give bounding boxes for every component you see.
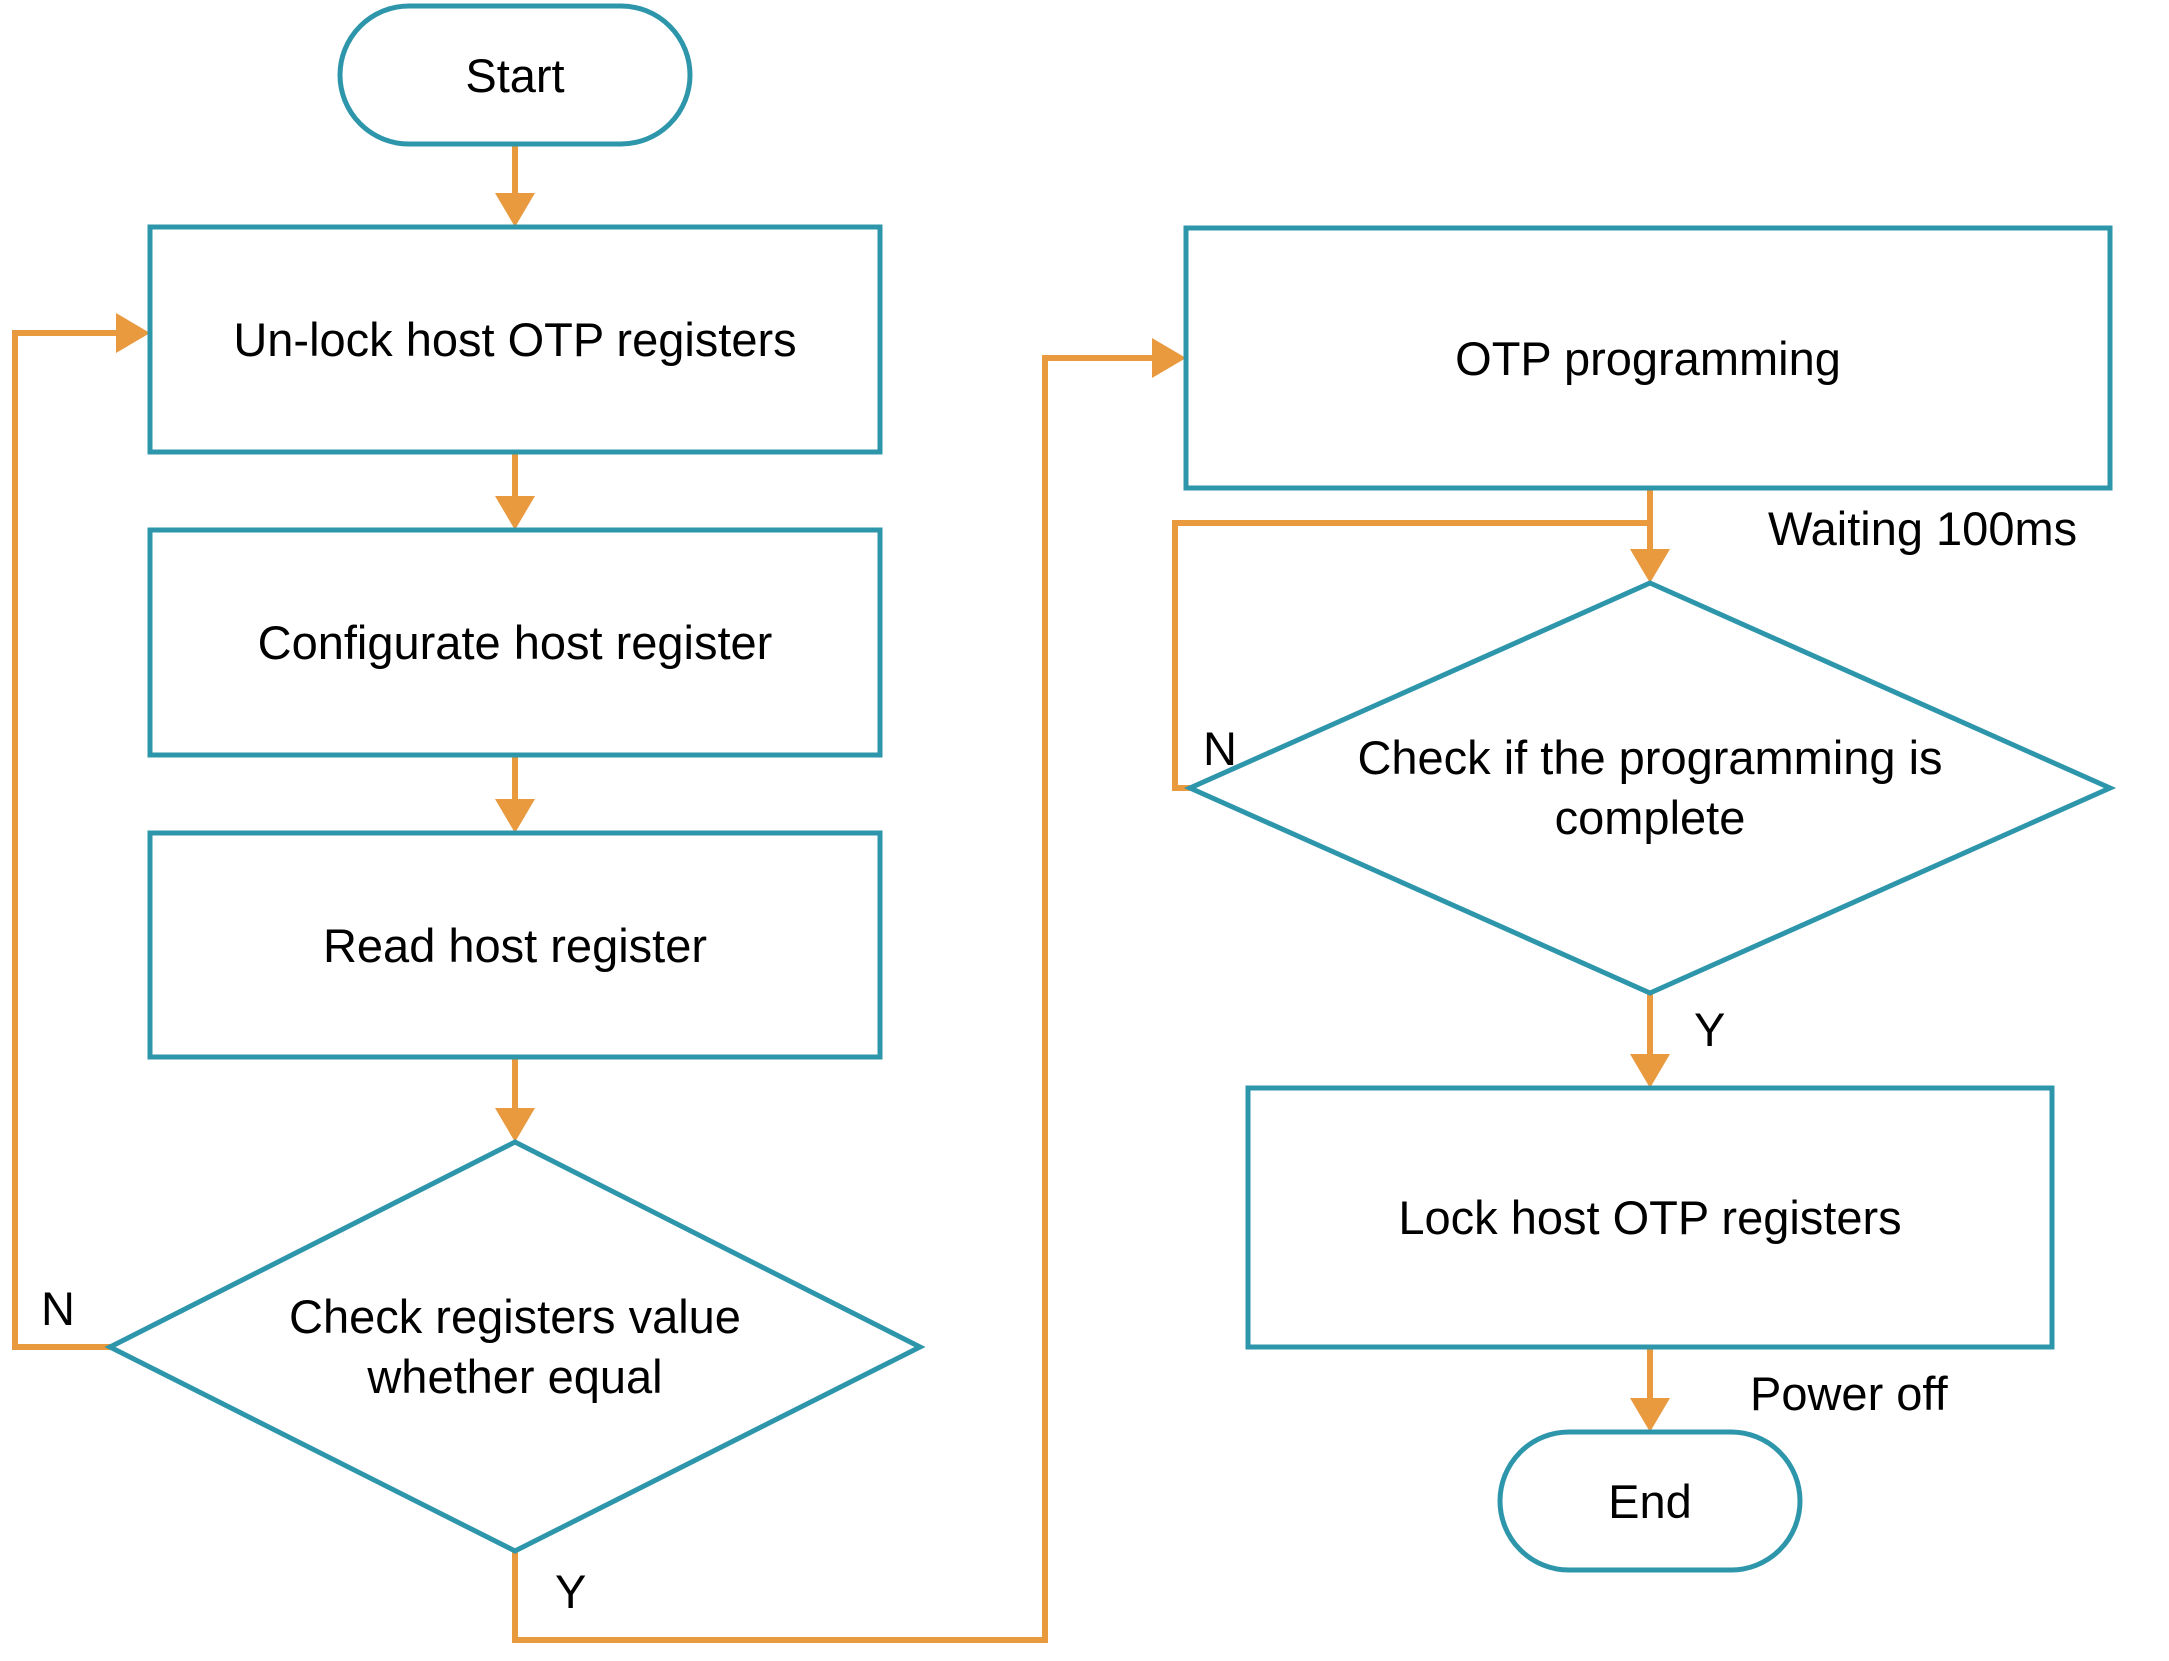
unlock-label: Un-lock host OTP registers	[233, 313, 796, 366]
check-registers-no-label: N	[41, 1282, 75, 1335]
end-label: End	[1608, 1475, 1692, 1528]
check-registers-label-line1: Check registers value	[289, 1290, 741, 1343]
edge-check-registers-no-loop-to-unlock	[12, 313, 150, 1350]
read-label: Read host register	[323, 919, 707, 972]
node-lock-host-otp-registers: Lock host OTP registers	[1245, 1085, 2055, 1350]
arrowhead-right-icon	[116, 313, 150, 353]
check-complete-label-line2: complete	[1555, 791, 1746, 844]
end-terminator-shape	[1497, 1429, 1803, 1573]
arrowhead-down-icon	[1630, 1054, 1670, 1088]
node-unlock-host-otp-registers: Un-lock host OTP registers	[147, 224, 883, 455]
process-shape	[1245, 1085, 2055, 1350]
arrowhead-down-icon	[495, 496, 535, 530]
start-terminator-shape	[337, 3, 693, 147]
process-shape	[1183, 225, 2113, 491]
check-complete-yes-label: Y	[1694, 1003, 1725, 1056]
connector-line	[512, 355, 1154, 1643]
edge-otp-programming-to-check-complete	[1630, 488, 1670, 583]
node-end: End	[1497, 1429, 1803, 1573]
edge-configurate-to-read	[495, 755, 535, 833]
otp-programming-label: OTP programming	[1455, 332, 1841, 385]
check-complete-label-line1: Check if the programming is	[1357, 731, 1942, 784]
edge-read-to-check-registers	[495, 1057, 535, 1142]
node-check-programming-complete-decision: Check if the programming is complete	[1183, 580, 2117, 996]
start-label: Start	[465, 49, 564, 102]
connector-line	[12, 330, 118, 1350]
process-shape	[147, 830, 883, 1060]
lock-label: Lock host OTP registers	[1398, 1191, 1901, 1244]
arrowhead-down-icon	[495, 193, 535, 227]
check-registers-label-line2: whether equal	[366, 1350, 662, 1403]
node-read-host-register: Read host register	[147, 830, 883, 1060]
edge-check-registers-yes-to-otp-programming	[512, 338, 1186, 1643]
arrowhead-down-icon	[1630, 549, 1670, 583]
decision-shape	[104, 1139, 926, 1554]
node-otp-programming: OTP programming	[1183, 225, 2113, 491]
edge-unlock-to-configurate	[495, 452, 535, 530]
process-shape	[147, 527, 883, 758]
power-off-label: Power off	[1750, 1367, 1949, 1420]
node-start: Start	[337, 3, 693, 147]
edge-start-to-unlock	[495, 142, 535, 227]
node-check-registers-value-decision: Check registers value whether equal	[104, 1139, 926, 1554]
arrowhead-right-icon	[1152, 338, 1186, 378]
edge-check-complete-no-loop	[1172, 520, 1650, 791]
edge-lock-to-end	[1630, 1347, 1670, 1432]
edge-check-complete-yes-to-lock	[1630, 993, 1670, 1088]
arrowhead-down-icon	[1630, 1398, 1670, 1432]
connector-line	[1172, 520, 1650, 791]
arrowhead-down-icon	[495, 799, 535, 833]
configurate-label: Configurate host register	[258, 616, 773, 669]
decision-shape	[1183, 580, 2117, 996]
waiting-100ms-label: Waiting 100ms	[1768, 502, 2077, 555]
check-complete-no-label: N	[1203, 722, 1237, 775]
process-shape	[147, 224, 883, 455]
node-configurate-host-register: Configurate host register	[147, 527, 883, 758]
check-registers-yes-label: Y	[555, 1565, 586, 1618]
arrowhead-down-icon	[495, 1108, 535, 1142]
